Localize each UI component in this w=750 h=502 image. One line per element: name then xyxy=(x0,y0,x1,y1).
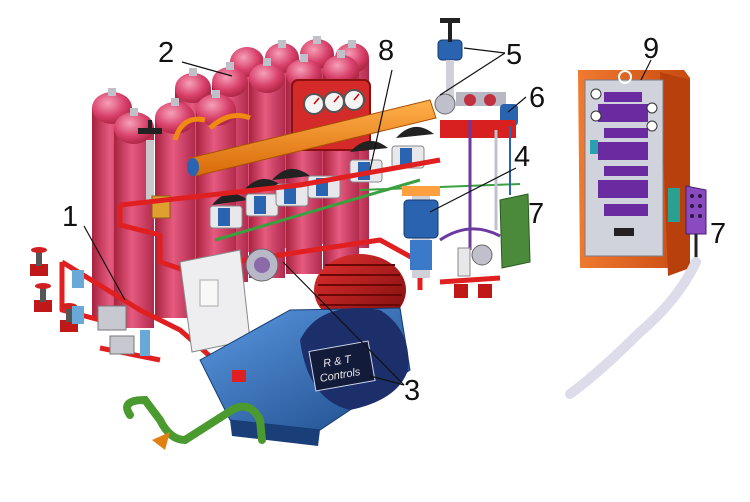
leader-lines xyxy=(83,47,652,386)
callout-6: 6 xyxy=(529,82,545,114)
callout-9: 9 xyxy=(643,33,659,65)
indicator-light xyxy=(590,140,598,154)
cabinet-terminal-blocks xyxy=(598,92,648,216)
cylinder-valve-stems xyxy=(108,36,356,116)
pendant-cable xyxy=(565,257,701,399)
solenoid-valve xyxy=(272,168,310,207)
callout-7-right: 7 xyxy=(710,218,726,250)
callout-labels: 1 2 3 4 5 6 7 7 8 9 xyxy=(62,33,726,407)
callout-5: 5 xyxy=(506,39,522,71)
callout-2: 2 xyxy=(158,37,174,69)
callout-7-left: 7 xyxy=(528,198,544,230)
solenoid-valve xyxy=(244,178,282,217)
cabinet-logo-icon xyxy=(618,70,632,84)
solenoid-valve xyxy=(209,193,248,229)
gate-valve xyxy=(30,247,48,276)
flow-switch xyxy=(245,248,279,282)
gate-valve xyxy=(34,283,52,312)
brand-plate: R & T Controls xyxy=(308,340,376,392)
brand-line-1: R & T xyxy=(322,353,353,370)
control-box xyxy=(179,249,251,353)
inlet-valve-cluster xyxy=(30,247,150,356)
suction-hose xyxy=(123,395,266,445)
pipe-fitting xyxy=(232,370,246,382)
pendant-controller xyxy=(565,185,707,399)
top-valve-assembly xyxy=(434,18,518,250)
check-valve-assembly xyxy=(402,186,440,278)
callout-3: 3 xyxy=(404,375,420,407)
discharge-manifold xyxy=(172,99,437,177)
green-card-panel xyxy=(499,193,531,269)
callout-4: 4 xyxy=(514,141,530,173)
callout-1: 1 xyxy=(62,201,78,233)
control-cabinet xyxy=(578,70,690,276)
right-accessory-group xyxy=(439,227,501,298)
strainer xyxy=(152,432,170,450)
callout-8: 8 xyxy=(378,35,394,67)
